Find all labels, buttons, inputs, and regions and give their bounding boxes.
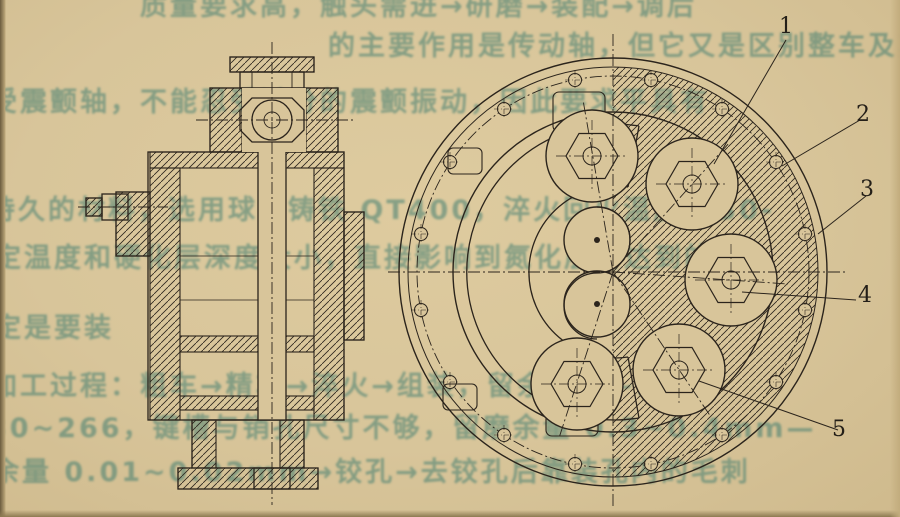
leader-lines	[698, 39, 867, 431]
leader-line-2	[781, 119, 861, 167]
page-edge-bottom	[0, 510, 900, 517]
bleedthrough-line: 定是要装	[0, 313, 114, 344]
leader-line-4	[741, 291, 857, 301]
rotor-center	[563, 206, 631, 340]
leader-line-1	[713, 39, 787, 165]
front-view	[388, 34, 867, 508]
bleedthrough-line: 的主要作用是传动轴，但它又是区别整车及其中所有零素	[328, 31, 900, 62]
page-edge-left	[0, 0, 6, 517]
page-edge-right	[890, 0, 900, 517]
centerlines-front-view	[388, 34, 846, 508]
leader-line-3	[817, 195, 867, 235]
section-hatching	[85, 56, 365, 490]
leader-line-5	[698, 380, 839, 431]
centerlines-side-view	[78, 42, 356, 505]
side-section-view	[78, 42, 365, 505]
bleedthrough-line: 质量要求高，触头需进→研磨→装配→调后	[140, 0, 697, 22]
